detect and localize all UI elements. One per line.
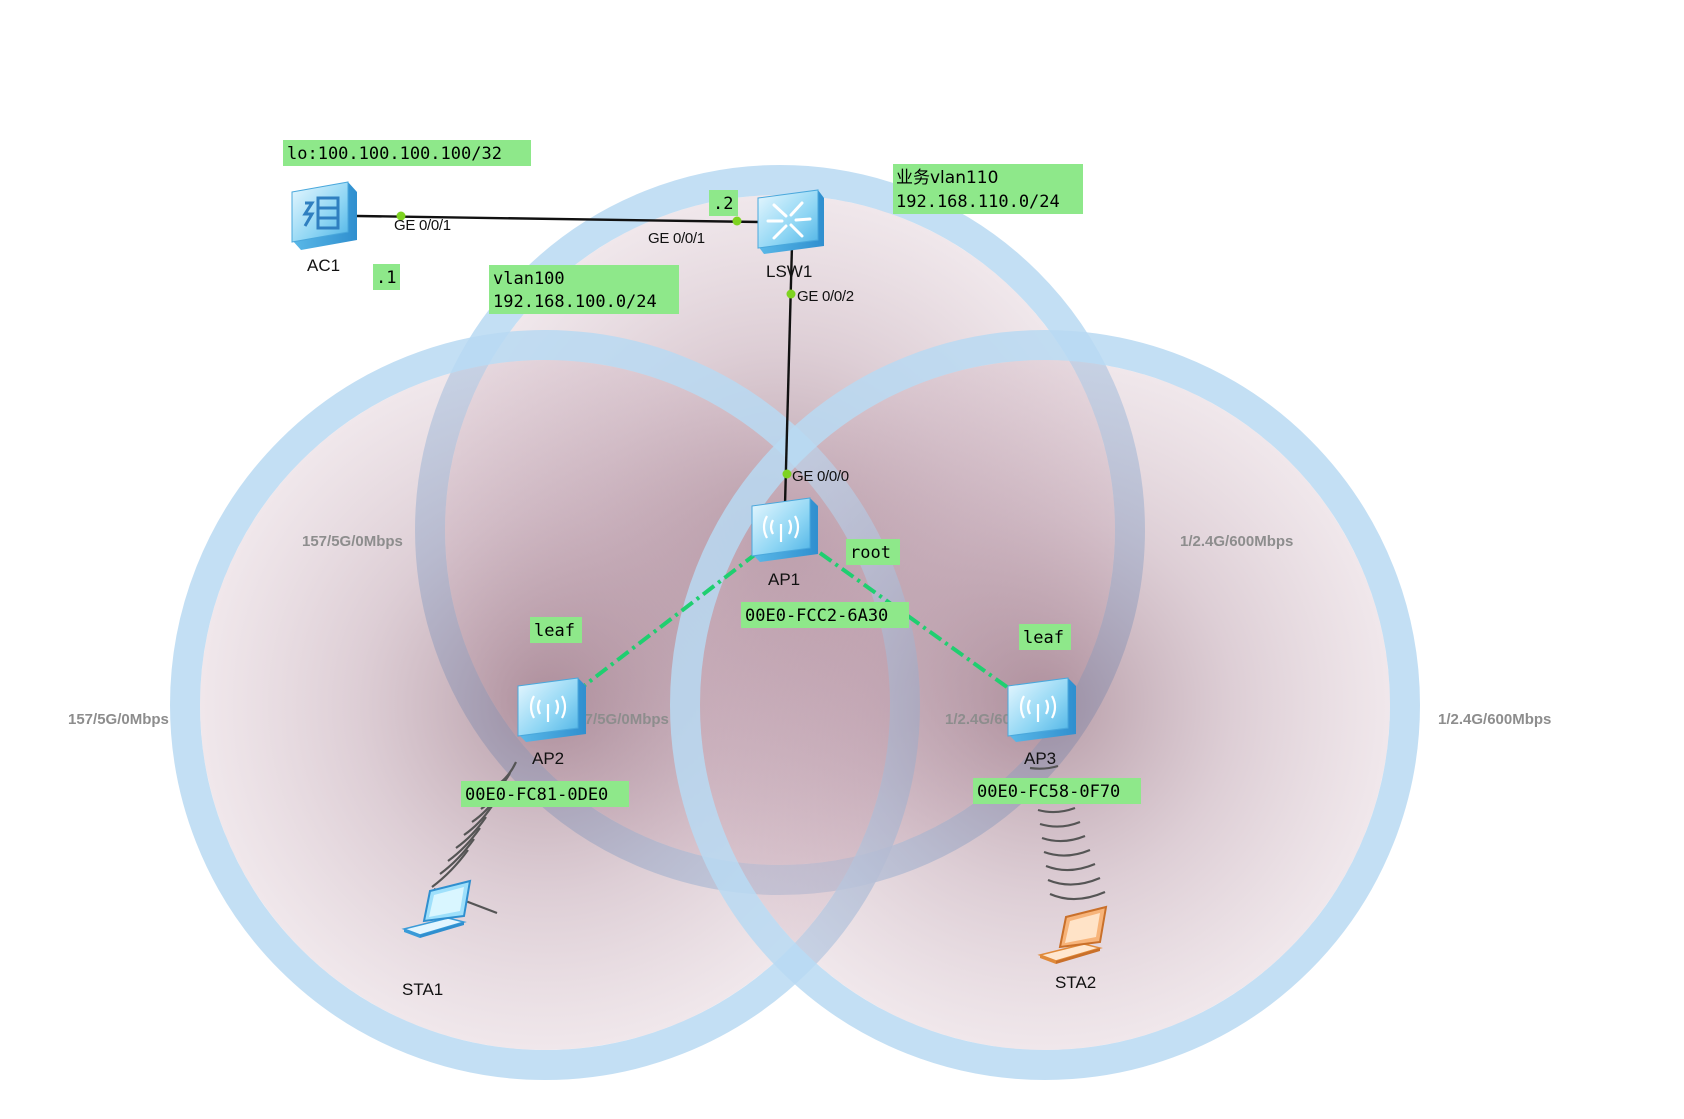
radio-label-ap3-outer: 1/2.4G/600Mbps — [1438, 711, 1551, 728]
label-lsw-ip-text: .2 — [713, 194, 733, 214]
label-vlan100-name: vlan100 — [493, 269, 565, 289]
port-label-ap1-ge000: GE 0/0/0 — [792, 468, 849, 485]
ac-controller-icon — [302, 196, 340, 230]
port-dot-ac1[interactable] — [396, 211, 406, 221]
port-dot-lsw1-a[interactable] — [732, 216, 742, 226]
mesh-link-ap1-ap2[interactable] — [583, 551, 759, 687]
device-label-ap3: AP3 — [1024, 749, 1056, 768]
cable-lsw1-ap1[interactable] — [783, 244, 794, 506]
label-mac-ap2-text: 00E0-FC81-0DE0 — [465, 785, 608, 805]
port-label-lsw1-ge002: GE 0/0/2 — [797, 288, 854, 305]
radio-label-ap2-outer: 157/5G/0Mbps — [68, 711, 169, 728]
label-leaf-ap2-text: leaf — [534, 621, 575, 641]
device-label-sta2: STA2 — [1055, 973, 1096, 992]
radio-label-ap2-near: 157/5G/0Mbps — [568, 711, 669, 728]
device-ac1[interactable] — [291, 181, 357, 250]
label-leaf-ap3-text: leaf — [1023, 628, 1064, 648]
label-loopback-text: lo:100.100.100.100/32 — [287, 144, 502, 164]
label-root: root — [846, 539, 900, 565]
label-lsw-ip: .2 — [709, 190, 738, 216]
device-ap2[interactable] — [517, 677, 586, 742]
device-label-ap1: AP1 — [768, 570, 800, 589]
device-label-lsw1: LSW1 — [766, 262, 812, 281]
wireless-ap-icon — [529, 695, 567, 722]
label-mac-ap1: 00E0-FCC2-6A30 — [741, 602, 909, 628]
device-label-sta1: STA1 — [402, 980, 443, 999]
port-label-ac1-ge001: GE 0/0/1 — [394, 217, 451, 234]
label-ac-ip: .1 — [373, 264, 400, 290]
label-vlan110: 业务vlan110 192.168.110.0/24 — [893, 164, 1083, 214]
radio-label-ap3-inner: 1/2.4G/600Mbps — [1180, 533, 1293, 550]
label-ac-ip-text: .1 — [376, 268, 396, 288]
label-mac-ap2: 00E0-FC81-0DE0 — [461, 781, 629, 807]
radio-label-ap3-near: 1/2.4G/600Mbps — [945, 711, 1058, 728]
label-leaf-ap3: leaf — [1019, 624, 1071, 650]
port-label-lsw1-ge001: GE 0/0/1 — [648, 230, 705, 247]
label-vlan110-name: 业务vlan110 — [896, 168, 998, 188]
radio-label-ap2-inner: 157/5G/0Mbps — [302, 533, 403, 550]
device-ap1[interactable] — [751, 497, 818, 562]
label-mac-ap3: 00E0-FC58-0F70 — [973, 778, 1141, 804]
label-mac-ap1-text: 00E0-FCC2-6A30 — [745, 606, 888, 626]
mesh-link-ap1-ap3[interactable] — [818, 551, 1009, 689]
device-ap3[interactable] — [1007, 677, 1076, 742]
device-label-ac1: AC1 — [307, 256, 340, 275]
label-root-text: root — [850, 543, 891, 563]
label-leaf-ap2: leaf — [530, 617, 582, 643]
wireless-ap-icon — [1019, 695, 1057, 722]
device-lsw1[interactable] — [757, 189, 824, 254]
label-vlan100-net: 192.168.100.0/24 — [493, 292, 657, 312]
device-label-ap2: AP2 — [532, 749, 564, 768]
label-mac-ap3-text: 00E0-FC58-0F70 — [977, 782, 1120, 802]
port-dot-lsw1-b[interactable] — [786, 289, 796, 299]
switch-arrows-icon — [766, 201, 812, 240]
device-sta1[interactable] — [401, 879, 472, 938]
label-vlan100: vlan100 192.168.100.0/24 — [489, 265, 679, 314]
label-loopback: lo:100.100.100.100/32 — [283, 140, 531, 166]
wireless-ap-icon — [762, 515, 800, 542]
cable-ac1-lsw1[interactable] — [356, 214, 761, 224]
label-vlan110-net: 192.168.110.0/24 — [896, 192, 1060, 212]
device-sta2[interactable] — [1037, 905, 1108, 964]
port-dot-ap1[interactable] — [782, 469, 792, 479]
